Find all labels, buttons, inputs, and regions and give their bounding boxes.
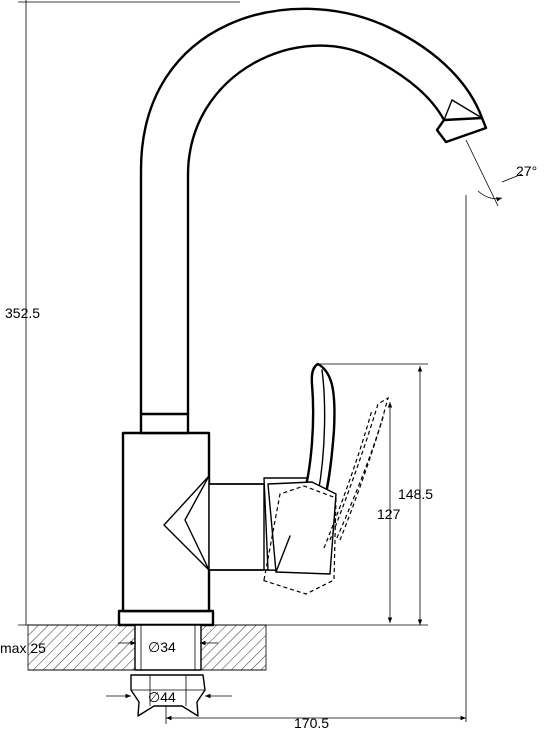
spout [141, 9, 486, 414]
spout-outlet-height-label: 127 [377, 506, 401, 522]
lever-height-label: 148.5 [398, 486, 433, 502]
dimension-lines [18, 0, 522, 724]
reach-label: 170.5 [294, 715, 329, 730]
base-diameter-label: ∅44 [148, 689, 176, 705]
swivel-angle-label: 27° [516, 163, 537, 179]
hole-diameter-label: ∅34 [148, 639, 176, 655]
lever-handle [264, 364, 336, 574]
max-deck-thickness-label: max 25 [0, 640, 46, 656]
total-height-label: 352.5 [5, 305, 40, 321]
faucet-body [119, 414, 270, 716]
